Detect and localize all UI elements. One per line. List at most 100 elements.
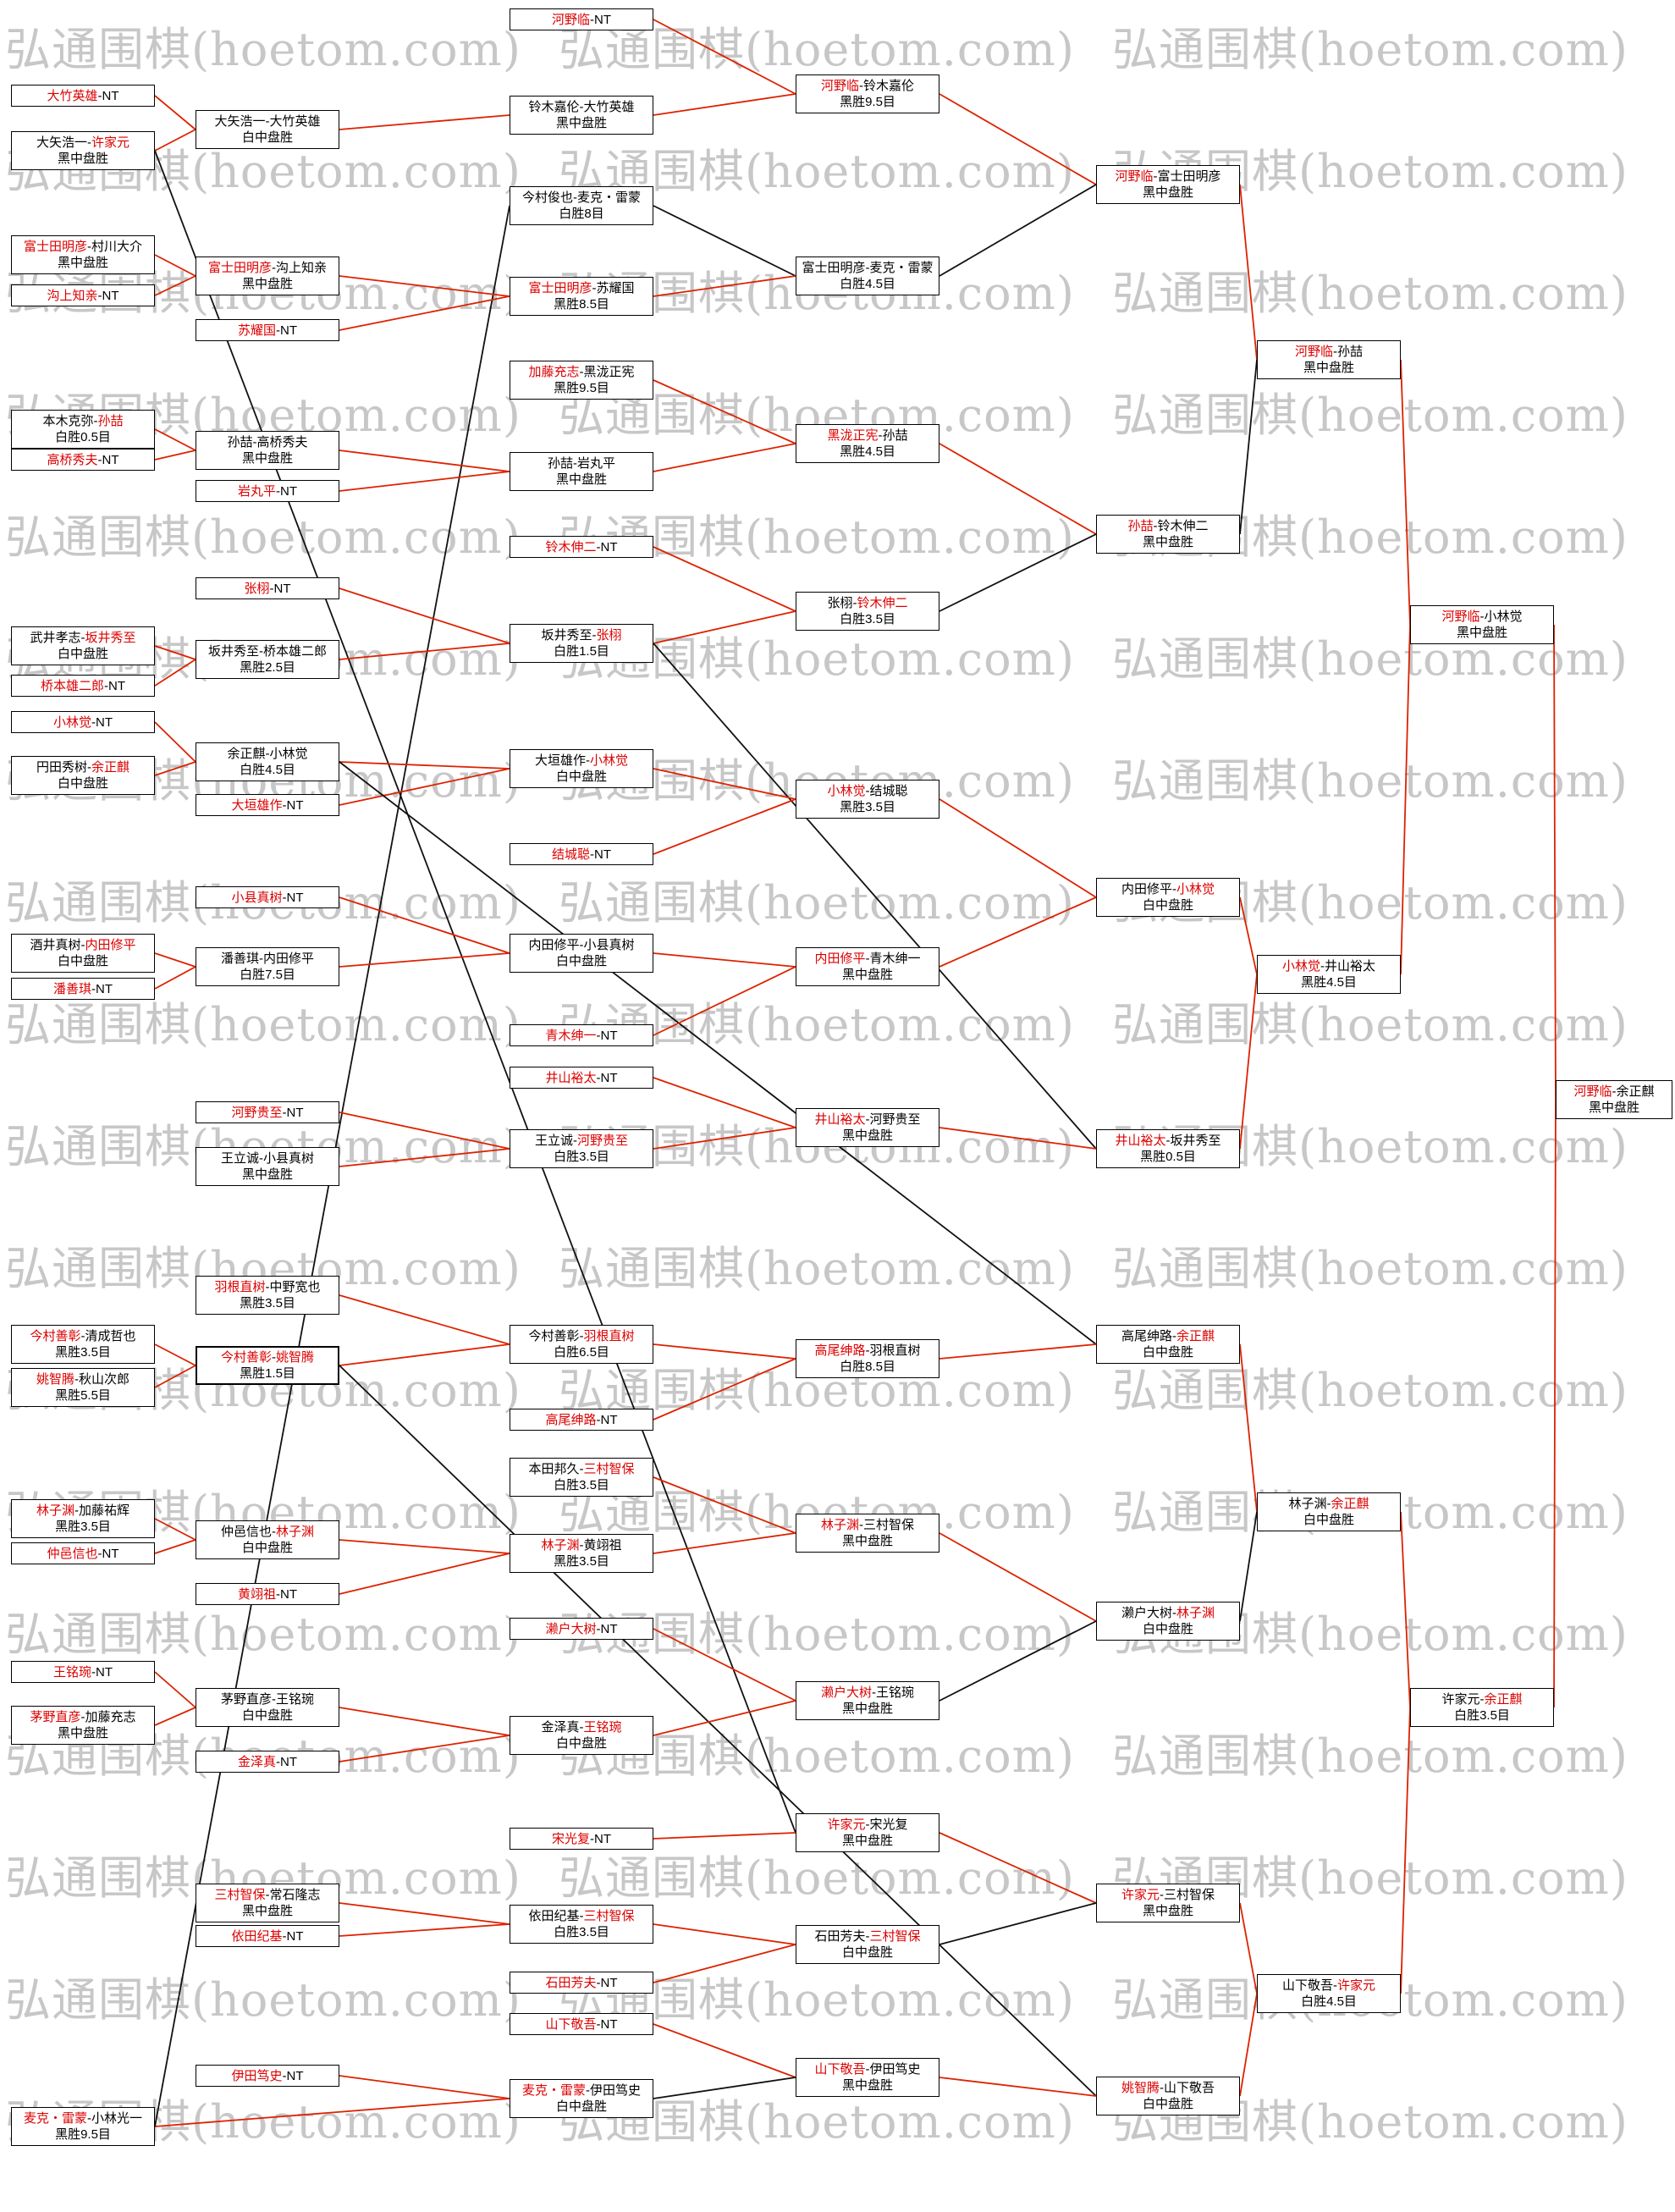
match-box-c14[interactable]: 王立诚-河野贵至白胜3.5目 bbox=[510, 1129, 653, 1168]
match-box-d9[interactable]: 林子渊-三村智保黑中盘胜 bbox=[796, 1514, 939, 1553]
match-box-b22[interactable]: 伊田笃史-NT bbox=[196, 2065, 339, 2087]
match-box-b20[interactable]: 三村智保-常石隆志黑中盘胜 bbox=[196, 1884, 339, 1922]
match-box-b14[interactable]: 羽根直树-中野宽也黑胜3.5目 bbox=[196, 1276, 339, 1315]
match-box-c25[interactable]: 麦克・雷蒙-伊田笃史白中盘胜 bbox=[510, 2079, 653, 2118]
match-box-e8[interactable]: 姚智腾-山下敬吾白中盘胜 bbox=[1096, 2077, 1240, 2115]
match-box-b13[interactable]: 王立诚-小县真树黑中盘胜 bbox=[196, 1147, 339, 1186]
match-box-b4[interactable]: 孙喆-高桥秀夫黑中盘胜 bbox=[196, 431, 339, 470]
match-box-c2[interactable]: 铃木嘉伦-大竹英雄黑中盘胜 bbox=[510, 96, 653, 135]
match-box-c20[interactable]: 金泽真-王铭琬白中盘胜 bbox=[510, 1716, 653, 1755]
match-box-c12[interactable]: 青木绅一-NT bbox=[510, 1024, 653, 1046]
match-box-c17[interactable]: 本田邦久-三村智保白胜3.5目 bbox=[510, 1458, 653, 1497]
match-box-g2[interactable]: 许家元-余正麒白胜3.5目 bbox=[1410, 1688, 1554, 1727]
match-box-b6[interactable]: 张栩-NT bbox=[196, 577, 339, 599]
match-box-e5[interactable]: 高尾绅路-余正麒白中盘胜 bbox=[1096, 1325, 1240, 1364]
match-box-f2[interactable]: 小林觉-井山裕太黑胜4.5目 bbox=[1257, 955, 1401, 994]
match-box-a18[interactable]: 茅野直彦-加藤充志黑中盘胜 bbox=[11, 1706, 155, 1745]
match-box-e1[interactable]: 河野临-富士田明彦黑中盘胜 bbox=[1096, 165, 1240, 204]
match-box-f1[interactable]: 河野临-孙喆黑中盘胜 bbox=[1257, 340, 1401, 379]
match-box-a13[interactable]: 今村善彰-清成哲也黑胜3.5目 bbox=[11, 1325, 155, 1364]
match-box-d6[interactable]: 内田修平-青木绅一黑中盘胜 bbox=[796, 947, 939, 986]
match-box-d3[interactable]: 黑泷正宪-孙喆黑胜4.5目 bbox=[796, 424, 939, 463]
match-box-a16[interactable]: 仲邑信也-NT bbox=[11, 1542, 155, 1564]
match-box-b18[interactable]: 茅野直彦-王铭琬白中盘胜 bbox=[196, 1688, 339, 1727]
match-box-h1[interactable]: 河野临-余正麒黑中盘胜 bbox=[1556, 1080, 1672, 1119]
match-box-a12[interactable]: 潘善琪-NT bbox=[11, 978, 155, 1000]
match-box-c1[interactable]: 河野临-NT bbox=[510, 8, 653, 30]
match-box-c13[interactable]: 井山裕太-NT bbox=[510, 1067, 653, 1089]
match-box-a3[interactable]: 富士田明彦-村川大介黑中盘胜 bbox=[11, 235, 155, 274]
match-box-d5[interactable]: 小林觉-结城聪黑胜3.5目 bbox=[796, 780, 939, 819]
match-box-d7[interactable]: 井山裕太-河野贵至黑中盘胜 bbox=[796, 1108, 939, 1147]
match-box-a4[interactable]: 沟上知亲-NT bbox=[11, 284, 155, 306]
match-box-a2[interactable]: 大矢浩一-许家元黑中盘胜 bbox=[11, 131, 155, 170]
match-box-c22[interactable]: 依田纪基-三村智保白胜3.5目 bbox=[510, 1905, 653, 1944]
match-box-a11[interactable]: 酒井真树-内田修平白中盘胜 bbox=[11, 934, 155, 973]
match-box-a1[interactable]: 大竹英雄-NT bbox=[11, 85, 155, 107]
match-box-c11[interactable]: 内田修平-小县真树白中盘胜 bbox=[510, 934, 653, 973]
match-box-d8[interactable]: 高尾绅路-羽根直树白胜8.5目 bbox=[796, 1339, 939, 1378]
match-box-a7[interactable]: 武井孝志-坂井秀至白中盘胜 bbox=[11, 626, 155, 665]
match-box-c4[interactable]: 富士田明彦-苏耀国黑胜8.5目 bbox=[510, 277, 653, 316]
match-box-a9[interactable]: 小林觉-NT bbox=[11, 711, 155, 733]
match-box-a19[interactable]: 麦克・雷蒙-小林光一黑胜9.5目 bbox=[11, 2107, 155, 2146]
match-box-d12[interactable]: 石田芳夫-三村智保白中盘胜 bbox=[796, 1925, 939, 1964]
match-box-c16[interactable]: 高尾绅路-NT bbox=[510, 1409, 653, 1431]
match-box-f3[interactable]: 林子渊-余正麒白中盘胜 bbox=[1257, 1492, 1401, 1531]
match-box-a15[interactable]: 林子渊-加藤祐辉黑胜3.5目 bbox=[11, 1499, 155, 1538]
match-box-b10[interactable]: 小县真树-NT bbox=[196, 886, 339, 908]
dash-separator: - bbox=[579, 1462, 584, 1476]
match-box-c19[interactable]: 濑户大树-NT bbox=[510, 1618, 653, 1640]
match-box-b1[interactable]: 大矢浩一-大竹英雄白中盘胜 bbox=[196, 110, 339, 149]
match-box-b3[interactable]: 苏耀国-NT bbox=[196, 319, 339, 341]
match-box-c10[interactable]: 结城聪-NT bbox=[510, 843, 653, 865]
match-box-e2[interactable]: 孙喆-铃木伸二黑中盘胜 bbox=[1096, 515, 1240, 554]
match-box-c24[interactable]: 山下敬吾-NT bbox=[510, 2013, 653, 2035]
match-box-b11[interactable]: 潘善琪-内田修平白胜7.5目 bbox=[196, 947, 339, 986]
match-box-b2[interactable]: 富士田明彦-沟上知亲黑中盘胜 bbox=[196, 257, 339, 295]
match-box-a8[interactable]: 桥本雄二郎-NT bbox=[11, 675, 155, 697]
match-box-b15[interactable]: 今村善彰-姚智腾黑胜1.5目 bbox=[196, 1346, 339, 1385]
match-box-d10[interactable]: 濑户大树-王铭琬黑中盘胜 bbox=[796, 1681, 939, 1720]
match-box-a17[interactable]: 王铭琬-NT bbox=[11, 1661, 155, 1683]
match-box-c9[interactable]: 大垣雄作-小林觉白中盘胜 bbox=[510, 749, 653, 788]
result-text: 白中盘胜 bbox=[1142, 1345, 1193, 1360]
match-box-c18[interactable]: 林子渊-黄翊祖黑胜3.5目 bbox=[510, 1534, 653, 1573]
match-box-b12[interactable]: 河野贵至-NT bbox=[196, 1101, 339, 1123]
result-text: 黑中盘胜 bbox=[241, 1167, 293, 1182]
match-box-b17[interactable]: 黄翊祖-NT bbox=[196, 1583, 339, 1605]
match-box-e3[interactable]: 内田修平-小林觉白中盘胜 bbox=[1096, 878, 1240, 917]
match-box-g1[interactable]: 河野临-小林觉黑中盘胜 bbox=[1410, 605, 1554, 644]
match-box-c6[interactable]: 孙喆-岩丸平黑中盘胜 bbox=[510, 452, 653, 491]
match-box-a5[interactable]: 本木克弥-孙喆白胜0.5目 bbox=[11, 410, 155, 449]
match-box-f4[interactable]: 山下敬吾-许家元白胜4.5目 bbox=[1257, 1974, 1401, 2013]
match-box-c23[interactable]: 石田芳夫-NT bbox=[510, 1972, 653, 1994]
match-box-c15[interactable]: 今村善彰-羽根直树白胜6.5目 bbox=[510, 1325, 653, 1364]
match-box-a10[interactable]: 円田秀树-余正麒白中盘胜 bbox=[11, 756, 155, 795]
bracket-connector bbox=[154, 1518, 196, 1541]
match-box-e7[interactable]: 许家元-三村智保黑中盘胜 bbox=[1096, 1884, 1240, 1922]
match-box-c3[interactable]: 今村俊也-麦克・雷蒙白胜8目 bbox=[510, 186, 653, 225]
match-box-b7[interactable]: 坂井秀至-桥本雄二郎黑胜2.5目 bbox=[196, 640, 339, 679]
match-box-b21[interactable]: 依田纪基-NT bbox=[196, 1925, 339, 1947]
match-box-a6[interactable]: 高桥秀夫-NT bbox=[11, 449, 155, 471]
match-box-d1[interactable]: 河野临-铃木嘉伦黑胜9.5目 bbox=[796, 74, 939, 113]
match-box-d2[interactable]: 富士田明彦-麦克・雷蒙白胜4.5目 bbox=[796, 257, 939, 295]
match-box-b19[interactable]: 金泽真-NT bbox=[196, 1751, 339, 1773]
bracket-connector bbox=[1239, 184, 1258, 361]
match-box-a14[interactable]: 姚智腾-秋山次郎黑胜5.5目 bbox=[11, 1368, 155, 1407]
match-box-c7[interactable]: 铃木伸二-NT bbox=[510, 536, 653, 558]
match-box-c5[interactable]: 加藤充志-黑泷正宪黑胜9.5目 bbox=[510, 361, 653, 400]
match-box-e6[interactable]: 濑户大树-林子渊白中盘胜 bbox=[1096, 1602, 1240, 1641]
matchup-line: 茅野直彦-加藤充志 bbox=[30, 1709, 135, 1725]
match-box-d4[interactable]: 张栩-铃木伸二白胜3.5目 bbox=[796, 592, 939, 631]
match-box-b9[interactable]: 大垣雄作-NT bbox=[196, 794, 339, 816]
match-box-b16[interactable]: 仲邑信也-林子渊白中盘胜 bbox=[196, 1520, 339, 1559]
match-box-d13[interactable]: 山下敬吾-伊田笃史黑中盘胜 bbox=[796, 2058, 939, 2097]
match-box-c21[interactable]: 宋光复-NT bbox=[510, 1828, 653, 1850]
match-box-e4[interactable]: 井山裕太-坂井秀至黑胜0.5目 bbox=[1096, 1129, 1240, 1168]
match-box-b8[interactable]: 余正麒-小林觉白胜4.5目 bbox=[196, 742, 339, 781]
match-box-c8[interactable]: 坂井秀至-张栩白胜1.5目 bbox=[510, 624, 653, 663]
match-box-d11[interactable]: 许家元-宋光复黑中盘胜 bbox=[796, 1813, 939, 1852]
match-box-b5[interactable]: 岩丸平-NT bbox=[196, 480, 339, 502]
